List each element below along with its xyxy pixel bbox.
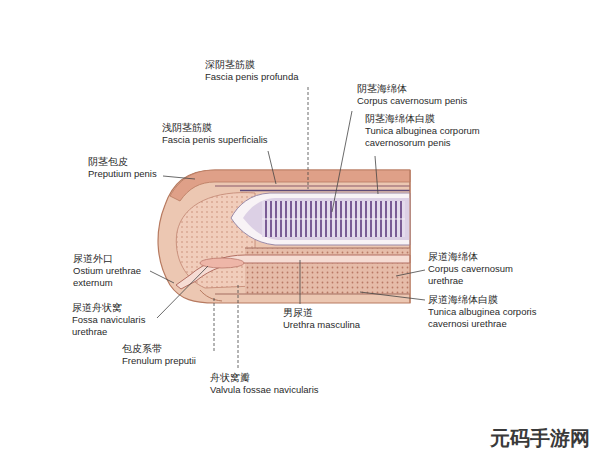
part-label: Urethra masculina [283, 319, 360, 331]
part-label: Fossa navicularis urethrae [72, 314, 162, 339]
part-label: 尿道舟状窝 [72, 301, 122, 314]
watermark: 元码手游网 [490, 425, 590, 451]
part-label: Corpus cavernosum urethrae [428, 263, 528, 288]
part-label: 尿道海绵体白膜 [428, 293, 498, 306]
part-label: 阴茎海绵体 [357, 82, 407, 95]
part-label: Frenulum preputii [122, 355, 196, 367]
part-label: 男尿道 [283, 306, 313, 319]
part-label: 阴茎包皮 [88, 155, 128, 168]
part-label: 舟状窝瓣 [210, 371, 250, 384]
part-label: Preputium penis [88, 168, 157, 180]
part-label: 尿道外口 [73, 252, 113, 265]
part-label: Corpus cavernosum penis [357, 95, 467, 107]
part-label: Tunica albuginea corporis cavernosi uret… [428, 306, 556, 331]
part-label: Ostium urethrae externum [73, 265, 153, 290]
part-label: Valvula fossae navicularis [210, 384, 319, 396]
part-label: 包皮系带 [122, 342, 162, 355]
part-label: 阴茎海绵体白膜 [365, 112, 435, 125]
part-label: 深阴茎筋膜 [205, 58, 255, 71]
part-label: Fascia penis superficialis [162, 134, 268, 146]
part-label: 浅阴茎筋膜 [162, 121, 212, 134]
part-label: 尿道海绵体 [428, 250, 478, 263]
part-label: Tunica albuginea corporum cavernosorum p… [365, 125, 493, 150]
part-label: Fascia penis profunda [205, 71, 298, 83]
